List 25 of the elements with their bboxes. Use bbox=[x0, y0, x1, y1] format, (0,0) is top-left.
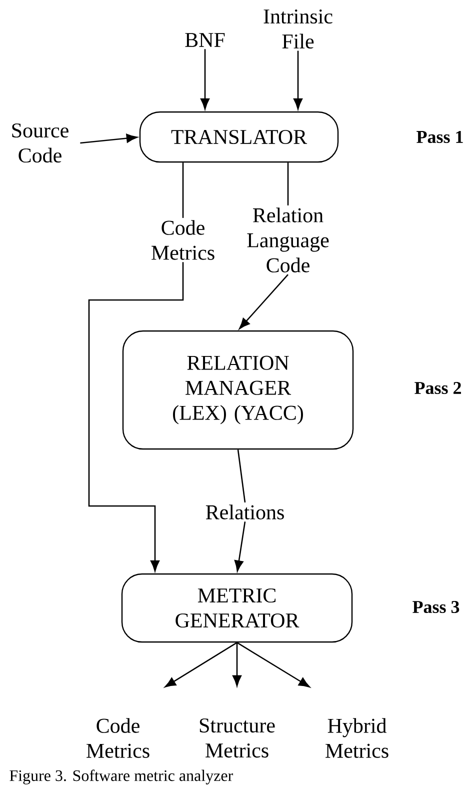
process-box: TRANSLATOR bbox=[139, 111, 339, 163]
output-label: Hybrid Metrics bbox=[326, 718, 388, 758]
input-label: BNF bbox=[185, 33, 225, 47]
process-box: METRIC GENERATOR bbox=[121, 573, 353, 643]
data-label: Code Metrics bbox=[152, 220, 214, 260]
arrow bbox=[232, 642, 242, 686]
process-box: RELATION MANAGER (LEX) (YACC) bbox=[122, 330, 354, 450]
data-label: Relations bbox=[206, 504, 284, 520]
pass-label: Pass 1 bbox=[416, 130, 463, 144]
output-label: Structure Metrics bbox=[200, 718, 275, 758]
caption: Figure 3. Software metric analyzer bbox=[10, 770, 233, 784]
arrow bbox=[164, 642, 238, 688]
pass-label: Pass 2 bbox=[414, 382, 461, 394]
input-label: Intrinsic File bbox=[264, 9, 332, 49]
output-label: Code Metrics bbox=[86, 718, 150, 758]
arrow bbox=[236, 642, 310, 688]
arrow bbox=[294, 50, 302, 110]
arrow bbox=[234, 522, 246, 572]
data-label: Relation Language Code bbox=[247, 208, 329, 272]
pass-label: Pass 3 bbox=[412, 600, 460, 614]
arrow bbox=[80, 134, 138, 144]
arrow bbox=[88, 262, 184, 572]
arrow bbox=[239, 274, 288, 330]
input-label: Source Code bbox=[12, 123, 68, 163]
arrow bbox=[200, 49, 210, 110]
